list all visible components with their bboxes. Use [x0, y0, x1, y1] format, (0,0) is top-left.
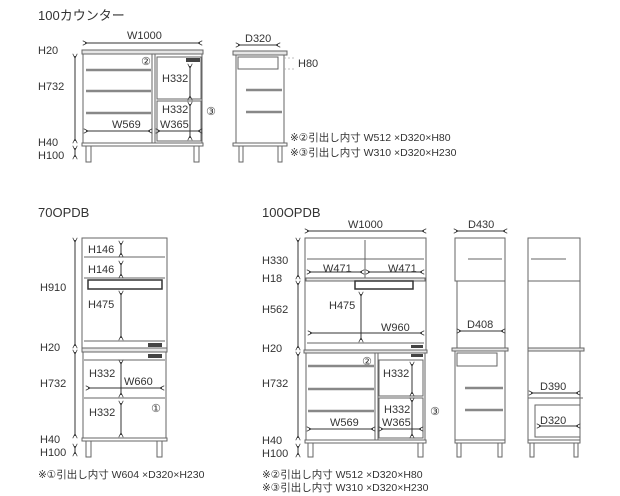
- drawer-note: ※②引出し内寸 W512 ×D320×H80: [262, 468, 423, 481]
- depth-label: D430: [468, 219, 494, 231]
- height-label: H40: [262, 435, 282, 447]
- counter100-side-view: [232, 45, 296, 163]
- counter100-front-view: [81, 49, 204, 163]
- drawer-note: ※③引出し内寸 W310 ×D320×H230: [262, 481, 429, 494]
- height-label: H20: [40, 342, 60, 354]
- inner-width-label: W471: [323, 263, 352, 275]
- drawer-note: ※②引出し内寸 W512 ×D320×H80: [290, 131, 451, 144]
- depth-label: D390: [540, 381, 566, 393]
- height-label: H732: [262, 378, 288, 390]
- drawer-3-marker: ③: [430, 406, 440, 418]
- opdb70-front-view: [81, 237, 168, 458]
- height-label: H100: [262, 448, 288, 460]
- height-label: H330: [262, 255, 288, 267]
- inner-width-label: W960: [381, 322, 410, 334]
- inner-height-label: H146: [88, 244, 114, 256]
- opdb100-side-view-open-drawer: [527, 237, 585, 458]
- drawer-note: ※③引出し内寸 W310 ×D320×H230: [290, 146, 457, 159]
- height-label: H100: [38, 150, 64, 162]
- opdb70-section: 70OPDB H910 H20 H732 H40 H100: [38, 205, 205, 481]
- height-label: H20: [38, 45, 58, 57]
- depth-label: D408: [467, 319, 493, 331]
- height-label: H100: [40, 447, 66, 459]
- drawer-note: ※①引出し内寸 W604 ×D320×H230: [38, 468, 205, 481]
- drawer-2-marker: ②: [141, 56, 151, 68]
- opdb100-front-view: [303, 237, 428, 458]
- drawer-height-label: H80: [298, 58, 318, 70]
- height-label: H18: [262, 273, 282, 285]
- opdb100-section: 100OPDB W1000 H330 H18 H562 H20 H732 H40…: [262, 205, 585, 494]
- width-label: W1000: [127, 30, 162, 42]
- inner-height-label: H332: [384, 404, 410, 416]
- counter100-section: 100カウンター W1000 H20 H732 H40 H100: [38, 8, 457, 163]
- inner-width-label: W660: [124, 376, 153, 388]
- height-label: H40: [40, 434, 60, 446]
- drawer-3-marker: ③: [206, 106, 216, 118]
- height-label: H40: [38, 137, 58, 149]
- drawer-1-marker: ①: [151, 403, 161, 415]
- inner-height-label: H332: [162, 73, 188, 85]
- height-label: H732: [38, 81, 64, 93]
- height-label: H562: [262, 304, 288, 316]
- width-label: W1000: [348, 219, 383, 231]
- inner-height-label: H332: [162, 104, 188, 116]
- counter100-title: 100カウンター: [38, 8, 125, 23]
- opdb100-title: 100OPDB: [262, 205, 321, 220]
- inner-height-label: H332: [89, 407, 115, 419]
- height-label: H20: [262, 343, 282, 355]
- inner-height-label: H332: [383, 368, 409, 380]
- opdb70-title: 70OPDB: [38, 205, 89, 220]
- inner-width-label: W471: [388, 263, 417, 275]
- inner-height-label: H146: [88, 264, 114, 276]
- inner-width-label: W365: [160, 119, 189, 131]
- drawer-2-marker: ②: [362, 356, 372, 368]
- opdb100-side-view: [451, 231, 509, 458]
- height-label: H910: [40, 282, 66, 294]
- inner-height-label: H475: [88, 299, 114, 311]
- inner-width-label: W569: [330, 417, 359, 429]
- depth-label: D320: [245, 33, 271, 45]
- inner-height-label: H332: [89, 368, 115, 380]
- depth-label: D320: [540, 415, 566, 427]
- inner-width-label: W569: [112, 119, 141, 131]
- inner-width-label: W365: [382, 417, 411, 429]
- height-label: H732: [40, 378, 66, 390]
- inner-height-label: H475: [329, 300, 355, 312]
